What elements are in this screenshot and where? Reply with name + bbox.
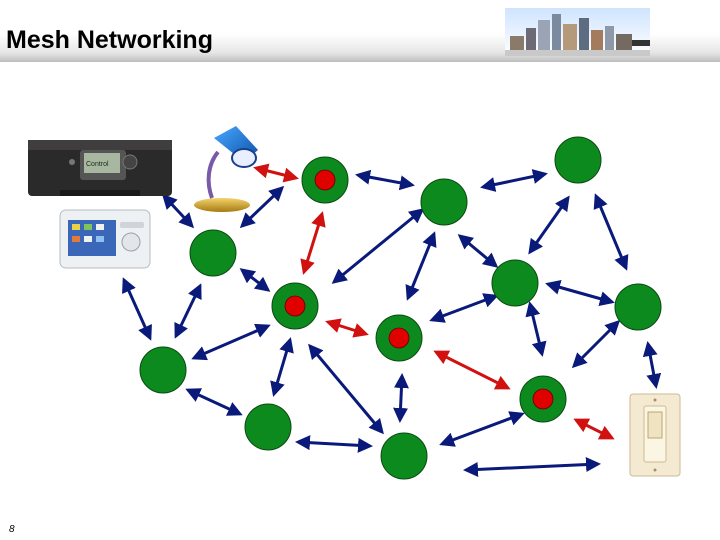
active-dot-3 (388, 327, 410, 349)
node-7 (139, 346, 187, 394)
link-a2-n7 (191, 323, 271, 361)
link-n6-a4 (571, 319, 621, 369)
link-audio-n1 (161, 193, 195, 229)
active-link-a4-switch (573, 418, 615, 440)
mesh-nodes (139, 136, 662, 480)
link-n5-a4 (525, 301, 547, 357)
active-node-dots (284, 169, 554, 410)
slide-title: Mesh Networking (6, 26, 213, 54)
link-a2-n8 (270, 337, 294, 397)
link-lamp-n1 (239, 185, 285, 229)
active-link-a1-a2 (300, 211, 326, 275)
link-n7-n8 (185, 388, 243, 416)
link-n3-a2 (331, 208, 425, 284)
node-1 (189, 229, 237, 277)
active-dot-1 (314, 169, 336, 191)
link-n8-n9 (295, 435, 373, 453)
link-n9-a4 (439, 411, 525, 447)
node-9 (380, 432, 428, 480)
active-link-lamp-a1 (253, 163, 299, 183)
light-switch-icon[interactable] (629, 393, 681, 477)
node-5 (491, 259, 539, 307)
active-dot-4 (532, 388, 554, 410)
slide-page-number: 8 (9, 524, 15, 535)
link-a2-n9 (308, 343, 384, 435)
node-3 (420, 178, 468, 226)
active-links (253, 163, 615, 440)
touch-panel-icon[interactable] (59, 209, 151, 269)
link-n5-n6 (545, 280, 615, 306)
link-n2-n3 (355, 169, 415, 191)
active-dot-2 (284, 295, 306, 317)
link-a3-n9 (393, 373, 409, 423)
link-n3-a3 (405, 231, 437, 301)
link-n1-a2 (239, 268, 271, 292)
link-n1-n7 (174, 283, 202, 339)
active-link-a2-a3 (325, 318, 369, 338)
node-4 (554, 136, 602, 184)
audio-unit-icon[interactable]: Control (28, 140, 172, 196)
link-n3-n4 (480, 169, 548, 192)
link-n6-switch (642, 341, 662, 389)
active-link-a3-a4 (433, 350, 511, 390)
mesh-links (122, 169, 662, 477)
link-n4-n6 (593, 193, 629, 271)
node-8 (244, 403, 292, 451)
link-panel-n7 (122, 277, 152, 341)
link-n5-a3 (429, 293, 499, 323)
audio-unit-display: Control (86, 161, 109, 168)
node-6 (614, 283, 662, 331)
city-skyline-logo (505, 8, 650, 56)
link-n3-n5 (457, 234, 499, 268)
link-n9-bottom (463, 457, 601, 477)
desk-lamp-icon[interactable] (194, 126, 258, 212)
link-n4-n5 (528, 195, 570, 255)
